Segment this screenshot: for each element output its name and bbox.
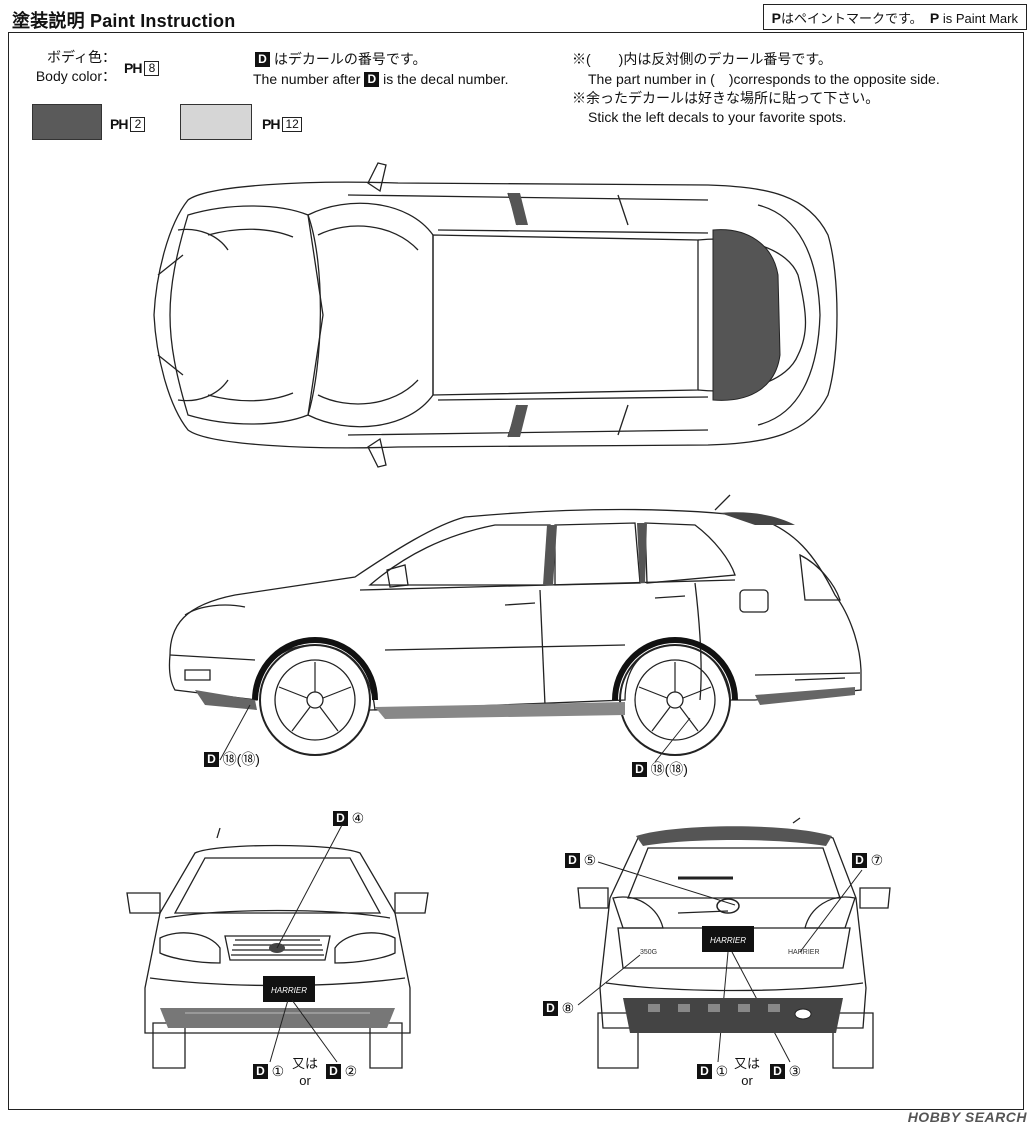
callout-rear-harrier: D ⑦ <box>852 852 883 869</box>
paint-code-prefix: PH <box>124 60 142 76</box>
swatch-light-gray <box>180 104 252 140</box>
decal-symbol: D <box>255 52 270 67</box>
callout-side-rear-wheel: D ⑱(⑱) <box>632 759 688 779</box>
decal-symbol: D <box>364 72 380 87</box>
decal-note-en-after: is the decal number. <box>383 71 509 87</box>
car-rear-view: HARRIER 350G HARRIER <box>578 818 890 1073</box>
decal-symbol: D <box>326 1064 341 1079</box>
or-jp: 又は <box>292 1056 319 1071</box>
car-side-view <box>155 495 870 760</box>
callout-side-front-wheel: D ⑱(⑱) <box>204 749 260 769</box>
decal-number: ② <box>344 1063 358 1079</box>
paint-code-number: 12 <box>282 117 302 132</box>
rear-badge-harrier: HARRIER <box>788 949 820 956</box>
paint-mark-en: is Paint Mark <box>942 11 1018 26</box>
callout-rear-plate-b: D ③ <box>770 1063 801 1080</box>
decal-symbol: D <box>253 1064 268 1079</box>
rear-badge-350g: 350G <box>640 949 657 956</box>
front-plate-text: HARRIER <box>271 986 307 995</box>
rear-plate-text: HARRIER <box>710 936 746 945</box>
paint-mark-symbol-2: P <box>929 10 940 26</box>
paint-code-prefix: PH <box>262 116 280 132</box>
decal-number: ④ <box>351 810 365 826</box>
paint-code-number: 2 <box>130 117 146 132</box>
decal-symbol: D <box>333 811 348 826</box>
callout-front-or: 又は or <box>292 1055 318 1089</box>
body-color-label-en: Body color： <box>35 68 116 84</box>
paint-mark-legend: Pはペイントマークです。 P is Paint Mark <box>762 4 1027 30</box>
car-top-view <box>148 155 848 475</box>
decal-note-jp: D はデカールの番号です。 <box>255 50 427 69</box>
callout-rear-emblem: D ⑤ <box>565 852 596 869</box>
callout-front-plate-a: D ① <box>253 1063 284 1080</box>
decal-symbol: D <box>632 762 647 777</box>
decal-symbol: D <box>697 1064 712 1079</box>
decal-note-en: The number after D is the decal number. <box>253 70 508 89</box>
paint-mark-symbol: P <box>771 10 781 26</box>
decal-symbol: D <box>565 853 580 868</box>
or-en: or <box>299 1073 311 1088</box>
decal-number: ⑱(⑱) <box>650 761 688 777</box>
paint-mark-jp: はペイントマークです。 <box>780 11 923 26</box>
paint-code-number: 8 <box>144 61 160 76</box>
body-color-label-jp: ボディ色： <box>46 49 116 65</box>
note-opposite-en: The part number in ( )corresponds to the… <box>588 71 940 87</box>
decal-note-jp-text: はデカールの番号です。 <box>273 51 427 67</box>
callout-rear-350g: D ⑧ <box>543 1000 574 1017</box>
note-opposite-jp: ※( )内は反対側のデカール番号です。 <box>572 51 832 67</box>
callout-front-grille: D ④ <box>333 810 364 827</box>
decal-symbol: D <box>852 853 867 868</box>
decal-number: ① <box>715 1063 729 1079</box>
page-title: 塗装説明 Paint Instruction <box>12 11 236 31</box>
note-leftover-jp: ※余ったデカールは好きな場所に貼って下さい。 <box>572 90 880 106</box>
decal-number: ① <box>271 1063 285 1079</box>
decal-symbol: D <box>770 1064 785 1079</box>
decal-number: ⑦ <box>870 852 884 868</box>
decal-note-en-before: The number after <box>253 71 361 87</box>
decal-number: ⑱(⑱) <box>222 751 260 767</box>
diagram-frame <box>8 32 1024 1110</box>
paint-code-prefix: PH <box>110 116 128 132</box>
decal-symbol: D <box>204 752 219 767</box>
callout-front-plate-b: D ② <box>326 1063 357 1080</box>
decal-number: ③ <box>788 1063 802 1079</box>
decal-number: ⑧ <box>561 1000 575 1016</box>
swatch-dark-gray <box>32 104 102 140</box>
or-jp: 又は <box>734 1056 761 1071</box>
watermark-logo: HOBBY SEARCH <box>907 1109 1027 1125</box>
note-leftover-en: Stick the left decals to your favorite s… <box>588 109 847 125</box>
callout-rear-plate-a: D ① <box>697 1063 728 1080</box>
decal-symbol: D <box>543 1001 558 1016</box>
decal-number: ⑤ <box>583 852 597 868</box>
or-en: or <box>741 1073 753 1088</box>
callout-rear-or: 又は or <box>734 1055 760 1089</box>
